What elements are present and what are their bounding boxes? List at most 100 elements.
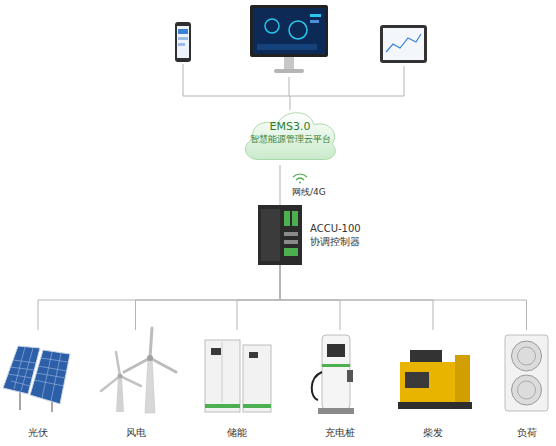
wire	[404, 66, 405, 96]
node-label: 柴发	[395, 426, 471, 439]
text-group: EMS3.0智慧能源管理云平台	[240, 120, 340, 146]
controller-panel	[261, 209, 280, 261]
charging-pile	[312, 335, 354, 414]
wire	[289, 77, 290, 96]
generator-radiator	[455, 355, 470, 402]
wire	[183, 96, 404, 97]
charging-station: 充电桩	[305, 330, 375, 442]
turbine-hub	[147, 355, 153, 361]
monitor-screen	[253, 8, 325, 54]
screen-gauge	[289, 21, 307, 39]
storage-cabinets	[205, 340, 271, 412]
coordination-controller: ACCU-100协调控制器	[258, 205, 302, 265]
controller-terminal	[284, 211, 290, 226]
controller-port	[284, 240, 298, 244]
phone-bar	[178, 43, 185, 46]
phone-bar	[178, 29, 188, 34]
text-group: 风电	[98, 426, 173, 439]
cabinet	[205, 340, 240, 412]
energy-source: 光伏	[3, 330, 73, 442]
energy-storage: 储能	[200, 330, 274, 442]
load-unit: 负荷	[500, 330, 553, 442]
turbine-hub	[118, 374, 123, 379]
node-label: 负荷	[500, 426, 553, 439]
cabinet-trim	[205, 404, 240, 408]
text-group: 柴发	[395, 426, 471, 439]
screen-gauge	[265, 19, 279, 33]
node-label: 充电桩	[305, 426, 375, 439]
controller-terminal	[292, 211, 298, 226]
connector-line	[136, 265, 281, 330]
turbine-tower	[145, 358, 155, 413]
cabinet-door	[222, 342, 223, 402]
controller-port	[284, 232, 298, 236]
monitor-icon	[250, 5, 328, 73]
text-group: 充电桩	[305, 426, 375, 439]
controller-device	[258, 205, 302, 265]
wire	[183, 64, 184, 96]
charger-trim	[322, 364, 350, 367]
connector-line	[280, 265, 340, 330]
cloud-outline	[240, 101, 340, 165]
tablet-body	[380, 25, 427, 63]
charger-plug	[347, 370, 353, 382]
turbine-tower	[116, 376, 124, 412]
wire	[290, 96, 291, 110]
wind-turbines	[101, 328, 176, 413]
node-label: 光伏	[3, 426, 73, 439]
charger-cable	[312, 372, 322, 400]
charger-screen	[327, 344, 345, 357]
ac-fan	[512, 375, 542, 405]
tablet-screen	[383, 28, 424, 60]
cabinet-screen	[211, 348, 221, 355]
text-group: 光伏	[3, 426, 73, 439]
text-group: ACCU-100协调控制器	[310, 222, 361, 248]
connector-line	[280, 265, 527, 330]
turbine-blades	[101, 352, 141, 391]
screen-bar	[310, 14, 321, 17]
phone-screen	[177, 26, 189, 58]
connector-line	[280, 165, 281, 205]
node-heading: EMS3.0	[240, 120, 340, 133]
generator-unit: 柴发	[395, 330, 471, 442]
charger-body	[322, 335, 350, 409]
controller-terminal	[284, 248, 298, 256]
ac-unit	[505, 335, 548, 411]
connector-line	[280, 265, 433, 330]
solar-panels	[3, 346, 70, 412]
generator-engine	[405, 372, 429, 388]
monitor-neck	[284, 57, 294, 70]
connector-line	[237, 265, 280, 330]
generator-base	[398, 402, 472, 409]
tablet-icon	[380, 25, 427, 63]
node-subtitle: 协调控制器	[310, 235, 361, 248]
node-subtitle: 智慧能源管理云平台	[240, 133, 340, 146]
text-group: 储能	[200, 426, 274, 439]
connector-line	[38, 265, 280, 330]
ac-body	[505, 335, 548, 411]
wifi-arc	[296, 178, 304, 180]
controller-body	[258, 205, 302, 265]
solar-panel	[30, 350, 70, 404]
panel-grid	[8, 347, 68, 401]
charger-base	[318, 408, 354, 414]
energy-source: 风电	[98, 330, 173, 442]
text-group: 负荷	[500, 426, 553, 439]
screen-bar	[310, 20, 319, 23]
wifi-icon	[293, 174, 307, 184]
node-label: 风电	[98, 426, 173, 439]
cloud-platform: EMS3.0智慧能源管理云平台	[240, 101, 340, 165]
node-heading: ACCU-100	[310, 222, 361, 235]
ac-fan	[512, 341, 542, 371]
monitor-base	[274, 69, 304, 73]
ac-grille	[518, 381, 536, 399]
ac-grille	[518, 347, 536, 365]
link-label: 网线/4G	[292, 186, 326, 199]
screen-bar	[257, 44, 317, 50]
tablet-chart	[386, 34, 421, 52]
cabinet-trim	[243, 404, 271, 408]
